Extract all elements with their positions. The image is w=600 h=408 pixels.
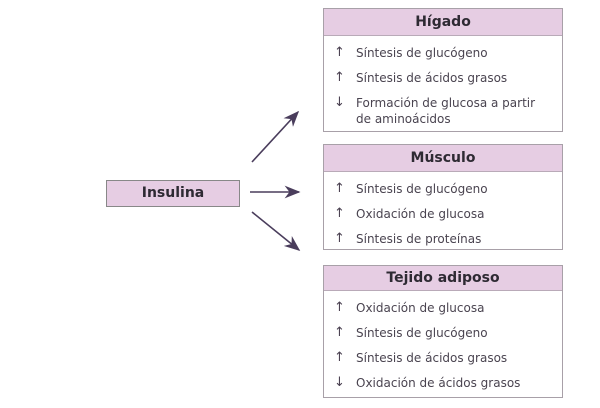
list-item: ↑ Oxidación de glucosa [324, 300, 562, 316]
arrow-up-icon: ↑ [334, 70, 345, 85]
musculo-box: Músculo ↑ Síntesis de glucógeno ↑ Oxidació… [323, 144, 563, 250]
insulina-box: Insulina [106, 180, 240, 207]
list-item: ↓ Oxidación de ácidos grasos [324, 375, 562, 391]
arrow-up-icon: ↑ [334, 45, 345, 60]
list-item: ↓ Formación de glucosa a partir de aminoá… [324, 95, 536, 127]
list-item: ↑ Síntesis de glucógeno [324, 181, 562, 197]
arrow-down-icon: ↓ [334, 95, 345, 110]
item-text: Síntesis de ácidos grasos [356, 71, 508, 85]
item-text: Síntesis de glucógeno [356, 182, 488, 196]
item-text: Oxidación de ácidos grasos [356, 376, 521, 390]
arrow-up-icon: ↑ [334, 350, 345, 365]
box-title: Músculo [324, 145, 562, 172]
list-item: ↑ Síntesis de ácidos grasos [324, 350, 562, 366]
arrow-up-icon: ↑ [334, 231, 345, 246]
box-title: Tejido adiposo [324, 266, 562, 291]
list-item: ↑ Oxidación de glucosa [324, 206, 562, 222]
list-item: ↑ Síntesis de proteínas [324, 231, 562, 247]
arrow-down-icon: ↓ [334, 375, 345, 390]
arrow-up-icon: ↑ [334, 206, 345, 221]
item-text: Oxidación de glucosa [356, 207, 485, 221]
list-item: ↑ Síntesis de glucógeno [324, 325, 562, 341]
arrow-up-icon: ↑ [334, 181, 345, 196]
item-text: Síntesis de glucógeno [356, 46, 488, 60]
tejido-adiposo-box: Tejido adiposo ↑ Oxidación de glucosa ↑ Sí… [323, 265, 563, 398]
item-text: Síntesis de ácidos grasos [356, 351, 508, 365]
box-title: Hígado [324, 9, 562, 36]
list-item: ↑ Síntesis de ácidos grasos [324, 70, 562, 86]
item-text: Formación de glucosa a partir de aminoác… [356, 96, 536, 126]
arrow-up-icon: ↑ [334, 300, 345, 315]
arrow-to-tejido-adiposo [251, 211, 301, 252]
list-item: ↑ Síntesis de glucógeno [324, 45, 562, 61]
higado-box: Hígado ↑ Síntesis de glucógeno ↑ Síntesis … [323, 8, 563, 132]
arrow-to-higado [251, 110, 300, 163]
arrow-up-icon: ↑ [334, 325, 345, 340]
item-text: Oxidación de glucosa [356, 301, 485, 315]
item-text: Síntesis de glucógeno [356, 326, 488, 340]
item-text: Síntesis de proteínas [356, 232, 482, 246]
